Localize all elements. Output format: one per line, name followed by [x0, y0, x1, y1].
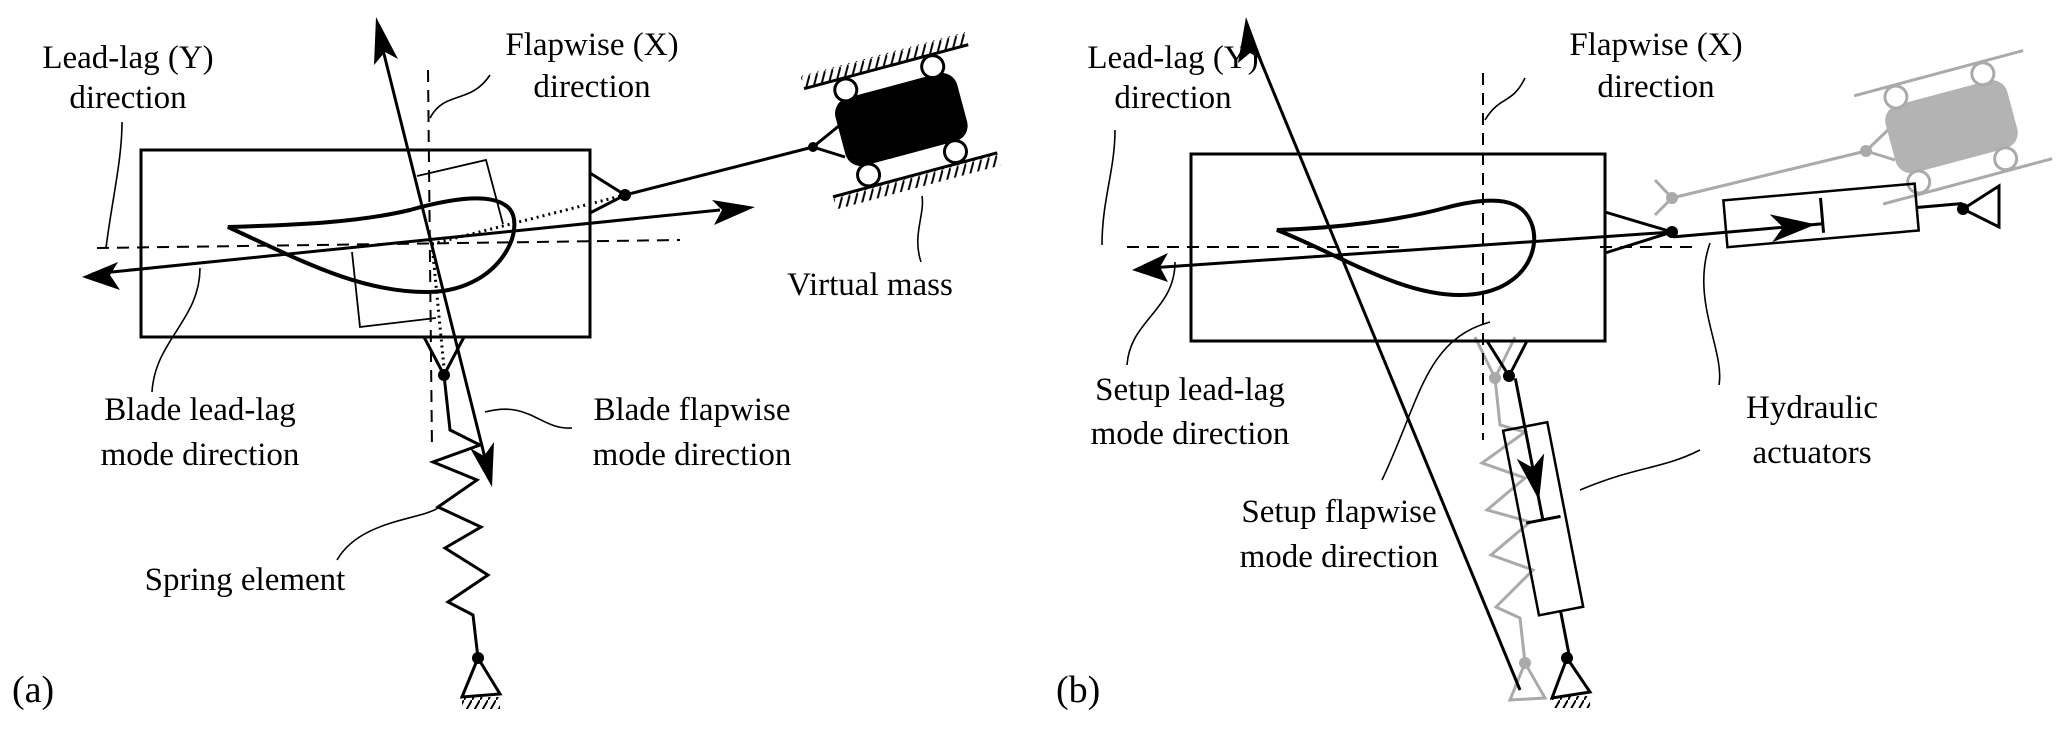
leader-leadlag-axis: [105, 121, 123, 249]
setup-leadlag-mode-axis: [1149, 230, 1673, 270]
label-flapwise-axis-2: direction: [533, 69, 650, 105]
leadlag-arrowhead-left: [1132, 253, 1168, 282]
blade-section-box: [139, 148, 592, 339]
leader-flapwise-axis: [429, 74, 491, 119]
label-actuators: Hydraulic: [1746, 390, 1878, 426]
flapwise-arrowhead-down: [470, 442, 494, 487]
label-leadlag-axis: Lead-lag (Y): [1087, 40, 1258, 76]
ghost-virtual-mass: [1653, 49, 2053, 217]
principal-frame-lower: [351, 251, 437, 329]
label-flapwise-axis: Flapwise (X): [1569, 27, 1742, 63]
setup-flapwise-mode-axis: [1246, 29, 1522, 691]
leader-leadlag-mode: [1126, 261, 1176, 366]
ground-hatch-lower: [833, 152, 1001, 210]
leader-leadlag-mode: [151, 267, 201, 393]
label-leadlag-mode-2: mode direction: [101, 437, 300, 473]
leadlag-arrowhead-right: [712, 200, 755, 225]
actuator-piston: [1819, 197, 1826, 233]
actuator-end-rod: [1916, 202, 1963, 210]
leadlag-arrowhead-left: [82, 262, 120, 290]
panel-label-a: (a): [12, 669, 54, 711]
panel-b: Lead-lag (Y) direction Flapwise (X) dire…: [1056, 17, 2053, 711]
actuator-end-rod: [1559, 610, 1572, 658]
actuator-arrowhead-down: [1516, 453, 1545, 501]
hydraulic-actuator-vertical: [1501, 378, 1585, 658]
label-flapwise-axis: Flapwise (X): [505, 27, 678, 63]
pin-support-icon: [459, 654, 503, 699]
blade-flapwise-mode-axis: [376, 29, 490, 471]
panel-a: Lead-lag (Y) direction Flapwise (X) dire…: [12, 17, 1001, 711]
airfoil-profile: [1276, 198, 1537, 298]
panel-label-b: (b): [1056, 669, 1100, 711]
ghost-virtual-mass-block: [1885, 80, 2018, 174]
ghost-spring-element: [1478, 377, 1536, 664]
leader-actuators: [1702, 242, 1721, 386]
label-flapwise-mode: Blade flapwise: [593, 392, 790, 428]
virtual-mass: [800, 32, 1001, 210]
label-leadlag-mode: Blade lead-lag: [104, 392, 296, 428]
ghost-ground-line-upper: [1853, 49, 2024, 98]
label-flapwise-mode-2: mode direction: [1240, 539, 1439, 575]
mass-link-rod: [624, 145, 814, 197]
leader-spring: [336, 507, 439, 561]
ghost-mass-connector-joint: [1666, 192, 1678, 204]
label-leadlag-axis-2: direction: [1114, 80, 1231, 116]
flapwise-arrowhead-up: [1238, 17, 1262, 63]
label-leadlag-mode: Setup lead-lag: [1095, 372, 1285, 408]
pin-support-icon: [1959, 183, 2001, 230]
label-leadlag-axis: Lead-lag (Y): [42, 40, 213, 76]
leader-virtual-mass: [917, 195, 924, 263]
ground-hatch-upper: [800, 32, 969, 89]
flapwise-arrowhead-up: [374, 17, 398, 65]
hydraulic-actuator-horizontal: [1673, 182, 1963, 249]
actuator-connector-joint: [1666, 226, 1678, 238]
leader-leadlag-axis: [1101, 129, 1116, 246]
leader-flapwise-mode: [1381, 321, 1491, 481]
spring-element: [428, 374, 491, 659]
pin-support-hatch: [462, 697, 500, 709]
ghost-spring: [1473, 336, 1548, 702]
ghost-mass-link-bracket: [1863, 126, 1896, 162]
label-spring: Spring element: [145, 562, 346, 598]
label-leadlag-axis-2: direction: [69, 80, 186, 116]
label-virtual-mass: Virtual mass: [787, 267, 953, 303]
leader-flapwise-axis: [1484, 77, 1526, 121]
label-flapwise-mode: Setup flapwise: [1241, 494, 1436, 530]
leader-flapwise-mode: [484, 408, 573, 429]
leader-actuators-vertical: [1579, 449, 1701, 491]
label-leadlag-mode-2: mode direction: [1091, 416, 1290, 452]
flapwise-x-axis-dashed: [427, 69, 433, 451]
label-actuators-2: actuators: [1752, 435, 1871, 471]
label-flapwise-axis-2: direction: [1597, 69, 1714, 105]
vertical-actuator-top-joint: [1503, 370, 1515, 382]
pin-support-hatch: [1552, 696, 1590, 708]
airfoil-profile: [227, 196, 517, 295]
label-flapwise-mode-2: mode direction: [593, 437, 792, 473]
ghost-ground-line-lower: [1882, 157, 2053, 206]
ghost-mass-link-rod: [1671, 149, 1867, 200]
virtual-mass-block: [835, 73, 968, 167]
blade-leadlag-mode-axis: [91, 208, 721, 276]
actuator-arrowhead-right: [1769, 214, 1816, 243]
mass-link-bracket: [809, 123, 846, 159]
principal-dotted-flapwise: [430, 243, 447, 379]
pin-support-icon: [1549, 654, 1593, 700]
